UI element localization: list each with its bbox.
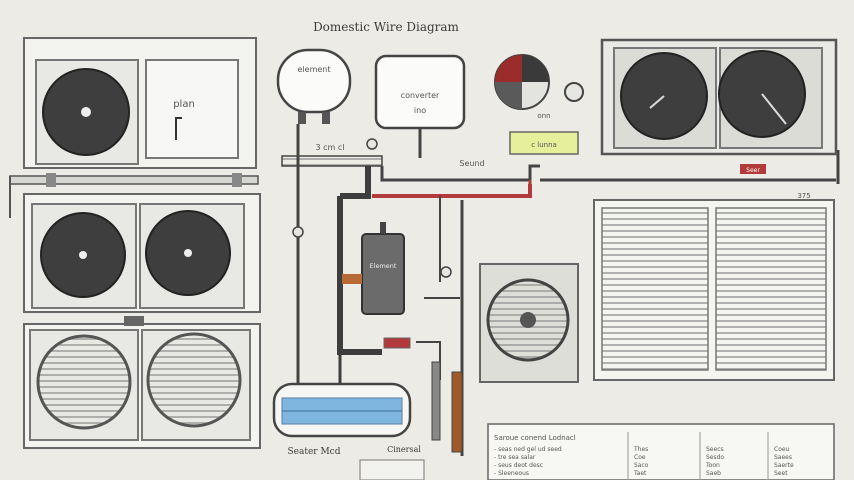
left-bus-pipe	[9, 173, 259, 218]
middle-left-cabinet	[23, 193, 261, 313]
controller-box	[509, 131, 579, 155]
red-tag-label: Seer	[746, 167, 760, 174]
diagram-title: Domestic Wire Diagram	[313, 20, 459, 34]
table-cell: Sesdo	[706, 454, 724, 461]
water-tank-caption: Seater Mcd	[288, 447, 341, 457]
red-valve	[383, 337, 411, 349]
round-tank-label: element	[298, 65, 331, 74]
round-tank: element	[276, 48, 352, 124]
table-cell: Thes	[633, 446, 648, 453]
top-right-code: 375	[797, 192, 810, 200]
top-right-fan-unit	[600, 38, 838, 156]
main-tank-label: converter	[401, 91, 440, 100]
controller-label: c lunna	[531, 141, 557, 149]
table-cell: - Sleeneous	[494, 470, 529, 477]
grille-fan-icon	[146, 332, 242, 428]
pressure-gauge-icon	[564, 82, 584, 102]
piping	[296, 124, 840, 456]
main-tank: converter ino	[374, 54, 466, 158]
manifold	[281, 155, 383, 167]
red-tag	[740, 164, 766, 174]
element-tube	[451, 371, 463, 453]
table-cell: Saeb	[706, 470, 721, 477]
valve-icon	[292, 226, 304, 238]
spec-table: Saroue conend Lodnacl - seas ned gel ud …	[487, 423, 835, 480]
water-tank	[272, 382, 412, 438]
top-left-cabinet: plan	[23, 37, 257, 169]
table-cell: Saees	[774, 454, 792, 461]
control-box-label: plan	[173, 99, 195, 110]
main-tank-sublabel: ino	[414, 106, 426, 115]
heat-exchanger-label: Element	[370, 262, 397, 270]
pie-gauge	[494, 54, 550, 110]
table-header: Saroue conend Lodnacl	[494, 434, 576, 442]
heat-exchanger: Element	[342, 222, 405, 315]
table-cell: Seecs	[706, 446, 724, 453]
bottom-left-cabinet	[23, 316, 261, 449]
small-fan-unit	[479, 263, 579, 383]
grille-fan-icon	[36, 334, 132, 430]
small-tag: onn	[537, 112, 550, 120]
valve-icon	[440, 266, 452, 278]
table-cell: Toon	[705, 462, 720, 469]
table-cell: Saco	[634, 462, 649, 469]
table-body: - seas ned gel ud seed Thes Seecs Coeu - tre…	[494, 446, 794, 477]
element-tube	[431, 361, 441, 441]
table-cell: Taet	[633, 470, 647, 477]
table-cell: Coeu	[774, 446, 790, 453]
bottom-caption: Cinersal	[387, 445, 421, 454]
pipe-tag: 3 cm cl	[316, 143, 345, 152]
table-cell: Coe	[634, 454, 646, 461]
table-cell: - tre sea salar	[494, 454, 536, 461]
table-cell: - seus deot desc	[494, 462, 543, 469]
branch-label: Seund	[459, 159, 484, 168]
valve-icon	[366, 138, 378, 150]
table-cell: Seet	[774, 470, 788, 477]
louvered-grille	[593, 199, 835, 381]
control-box	[145, 59, 239, 159]
table-cell: Saerte	[774, 462, 794, 469]
table-cell: - seas ned gel ud seed	[494, 446, 562, 453]
